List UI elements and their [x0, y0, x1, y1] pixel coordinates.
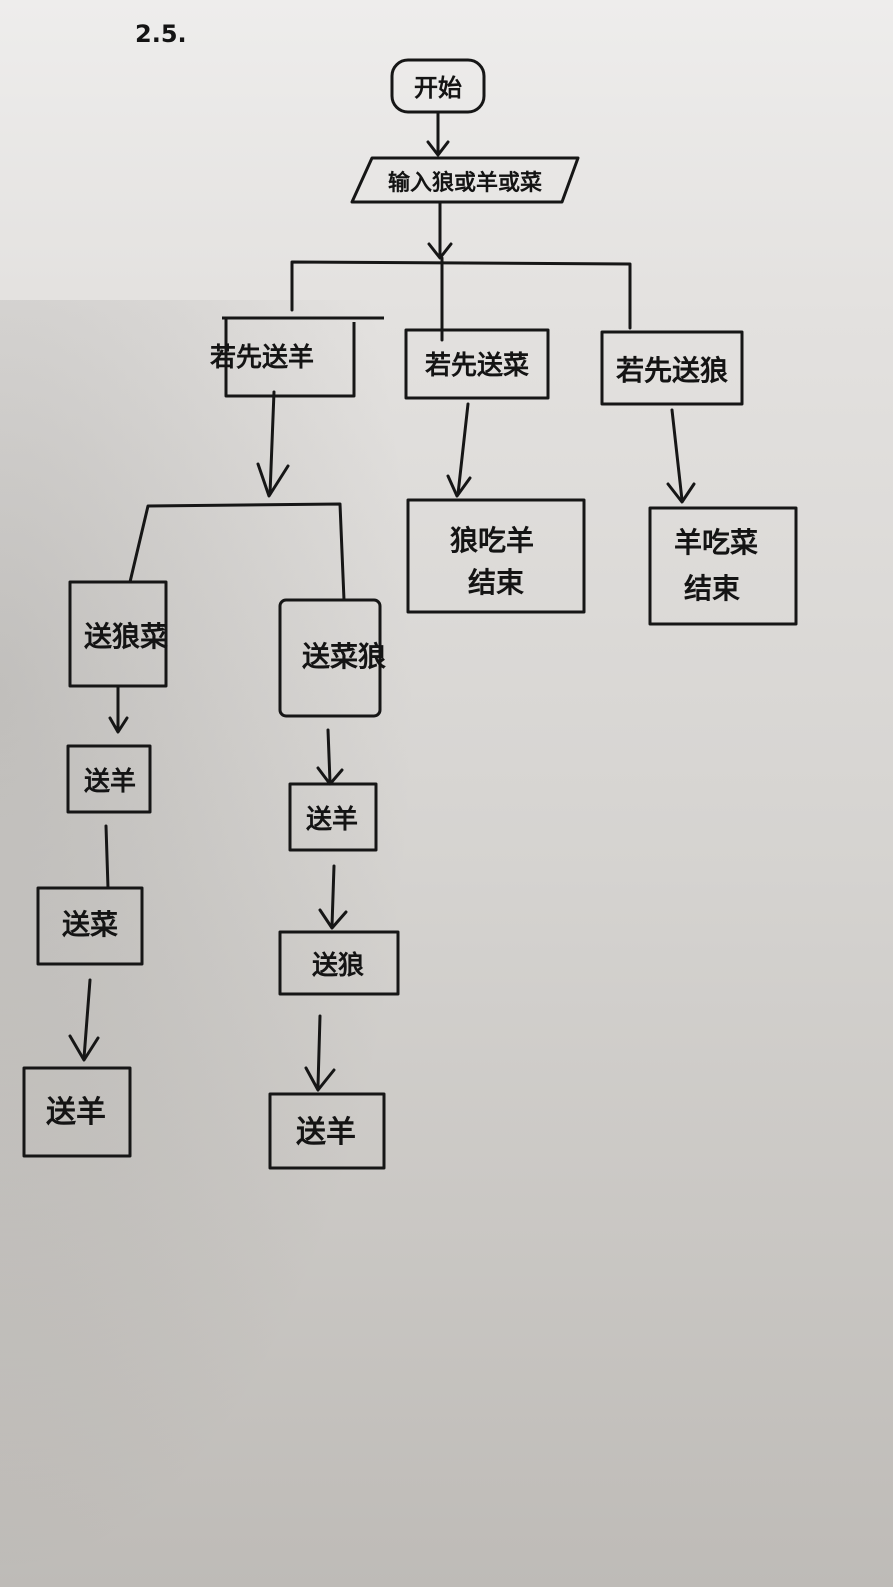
arrow-right-2-to-3: [330, 864, 336, 928]
left-step-3-label: 送菜: [62, 908, 118, 941]
left-step-3-node: 送菜: [36, 886, 144, 966]
right-step-3-node: 送狼: [278, 930, 400, 996]
subsplit-line: [128, 502, 346, 602]
left-step-4-label: 送羊: [46, 1095, 106, 1130]
left-step-2-node: 送羊: [66, 744, 152, 814]
left-step-4-shape: [22, 1066, 132, 1158]
right-step-4-shape: [268, 1092, 386, 1170]
right-step-1-label: 送菜狼: [302, 640, 386, 673]
right-step-2-node: 送羊: [288, 782, 378, 852]
left-step-3-shape: [36, 886, 144, 966]
outcome-wolf-eats-sheep-node: 狼吃羊 结束: [406, 498, 586, 614]
arrow-sheep-to-subsplit: [268, 390, 276, 496]
branch-vegetable-node: 若先送菜: [404, 328, 550, 400]
branch-sheep-label: 若先送羊: [210, 342, 314, 373]
arrow-right-2-to-3-head: [318, 908, 348, 930]
arrow-left-3-to-4-head: [68, 1034, 100, 1062]
right-step-2-label: 送羊: [306, 804, 358, 835]
arrow-right-3-to-4-head: [304, 1066, 336, 1092]
branch-wolf-node: 若先送狼: [600, 330, 744, 406]
right-step-4-label: 送羊: [296, 1115, 356, 1150]
arrow-wolf-to-outcome-head: [666, 482, 696, 504]
arrow-vegetable-to-outcome: [456, 402, 470, 496]
left-step-1-node: 送狼菜: [68, 580, 168, 688]
arrow-sheep-to-subsplit-head: [256, 462, 290, 498]
branch-split-line: [290, 260, 632, 330]
page-number: 2.5.: [135, 20, 187, 48]
outcome-sheep-eats-vegetable-shape: [648, 506, 798, 626]
arrow-start-to-input-head: [426, 140, 450, 157]
outcome-sheep-eats-vegetable-line-1: 羊吃菜: [674, 526, 758, 559]
branch-vegetable-shape: [404, 328, 550, 400]
right-step-3-shape: [278, 930, 400, 996]
left-step-2-label: 送羊: [84, 766, 136, 797]
input-node-shape: [350, 156, 580, 204]
outcome-wolf-eats-sheep-line-1: 狼吃羊: [450, 524, 534, 557]
left-step-2-shape: [66, 744, 152, 814]
arrow-left-3-to-4: [82, 978, 92, 1060]
branch-sheep-node: 若先送羊: [210, 316, 384, 398]
outcome-wolf-eats-sheep-shape: [406, 498, 586, 614]
branch-wolf-shape: [600, 330, 744, 406]
branch-wolf-label: 若先送狼: [616, 354, 728, 387]
left-step-4-node: 送羊: [22, 1066, 132, 1158]
right-step-3-label: 送狼: [312, 950, 364, 981]
arrow-wolf-to-outcome: [670, 408, 684, 502]
branch-sheep-shape: [222, 316, 384, 398]
start-node-label: 开始: [414, 74, 462, 102]
branch-vegetable-label: 若先送菜: [425, 351, 529, 381]
input-node-label: 输入狼或羊或菜: [388, 170, 542, 196]
outcome-wolf-eats-sheep-line-2: 结束: [468, 566, 524, 599]
right-step-2-shape: [288, 782, 378, 852]
arrow-vegetable-to-outcome-head: [446, 474, 472, 498]
outcome-sheep-eats-vegetable-node: 羊吃菜 结束: [648, 506, 798, 626]
arrow-left-1-to-2-head: [108, 716, 129, 734]
right-step-1-shape: [278, 598, 382, 718]
arrow-input-to-split-head: [427, 242, 453, 260]
arrow-right-1-to-2: [326, 728, 332, 784]
arrow-left-2-to-3: [104, 824, 110, 890]
outcome-sheep-eats-vegetable-line-2: 结束: [684, 572, 740, 605]
start-node: 开始: [390, 58, 486, 114]
right-step-4-node: 送羊: [268, 1092, 386, 1170]
input-node: 输入狼或羊或菜: [350, 156, 580, 204]
left-step-1-label: 送狼菜: [84, 620, 168, 653]
arrow-right-3-to-4: [316, 1014, 322, 1088]
right-step-1-node: 送菜狼: [278, 598, 386, 718]
